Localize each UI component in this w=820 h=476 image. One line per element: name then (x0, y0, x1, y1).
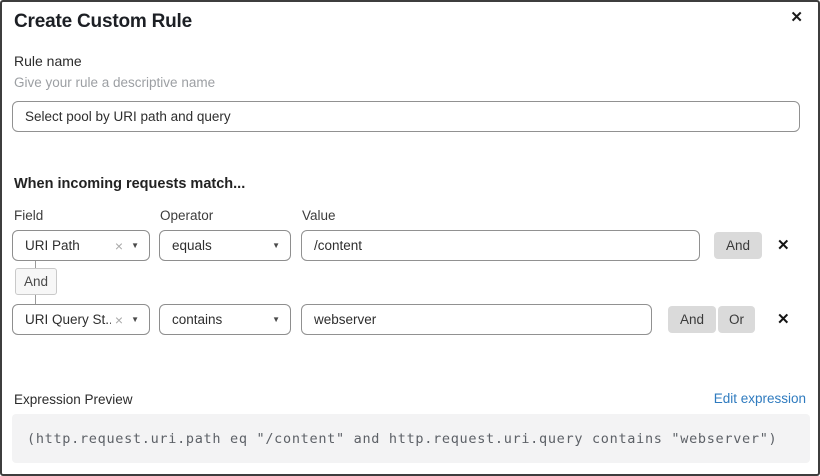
field-column-label: Field (14, 208, 44, 223)
connector-line-bottom (35, 295, 36, 304)
operator-select-row2-value: contains (172, 312, 223, 327)
field-select-row2[interactable]: URI Query St... × ▼ (12, 304, 150, 335)
value-input-row2[interactable] (301, 304, 652, 335)
edit-expression-link[interactable]: Edit expression (713, 391, 806, 406)
expression-code-text: (http.request.uri.path eq "/content" and… (27, 430, 778, 447)
connector-and-badge: And (15, 268, 57, 295)
field-select-row2-value: URI Query St... (25, 312, 111, 327)
chevron-down-icon: ▼ (272, 240, 280, 250)
chevron-down-icon: ▼ (272, 314, 280, 324)
value-input-row1[interactable] (301, 230, 700, 261)
dialog-title: Create Custom Rule (14, 11, 192, 32)
close-icon[interactable]: ✕ (790, 9, 803, 26)
expression-preview-block: (http.request.uri.path eq "/content" and… (12, 414, 810, 463)
delete-row2-icon[interactable]: ✕ (777, 311, 790, 328)
operator-select-row1[interactable]: equals ▼ (159, 230, 291, 261)
clear-selection-icon[interactable]: × (114, 237, 124, 254)
clear-selection-icon[interactable]: × (114, 311, 124, 328)
chevron-down-icon: ▼ (131, 314, 139, 324)
connector-line-top (35, 261, 36, 268)
chevron-down-icon: ▼ (131, 240, 139, 250)
rule-name-input[interactable] (12, 101, 800, 132)
rule-name-helper: Give your rule a descriptive name (14, 75, 216, 90)
field-select-row1-value: URI Path (25, 238, 80, 253)
operator-column-label: Operator (160, 208, 214, 223)
delete-row1-icon[interactable]: ✕ (777, 237, 790, 254)
add-and-button-row1[interactable]: And (714, 232, 763, 259)
value-column-label: Value (302, 208, 336, 223)
field-select-row1[interactable]: URI Path × ▼ (12, 230, 150, 261)
add-or-button-row2[interactable]: Or (718, 306, 755, 333)
operator-select-row1-value: equals (172, 238, 212, 253)
expression-preview-label: Expression Preview (14, 392, 133, 407)
rule-name-label: Rule name (14, 53, 82, 69)
add-and-button-row2[interactable]: And (668, 306, 717, 333)
match-heading: When incoming requests match... (14, 176, 246, 192)
operator-select-row2[interactable]: contains ▼ (159, 304, 291, 335)
